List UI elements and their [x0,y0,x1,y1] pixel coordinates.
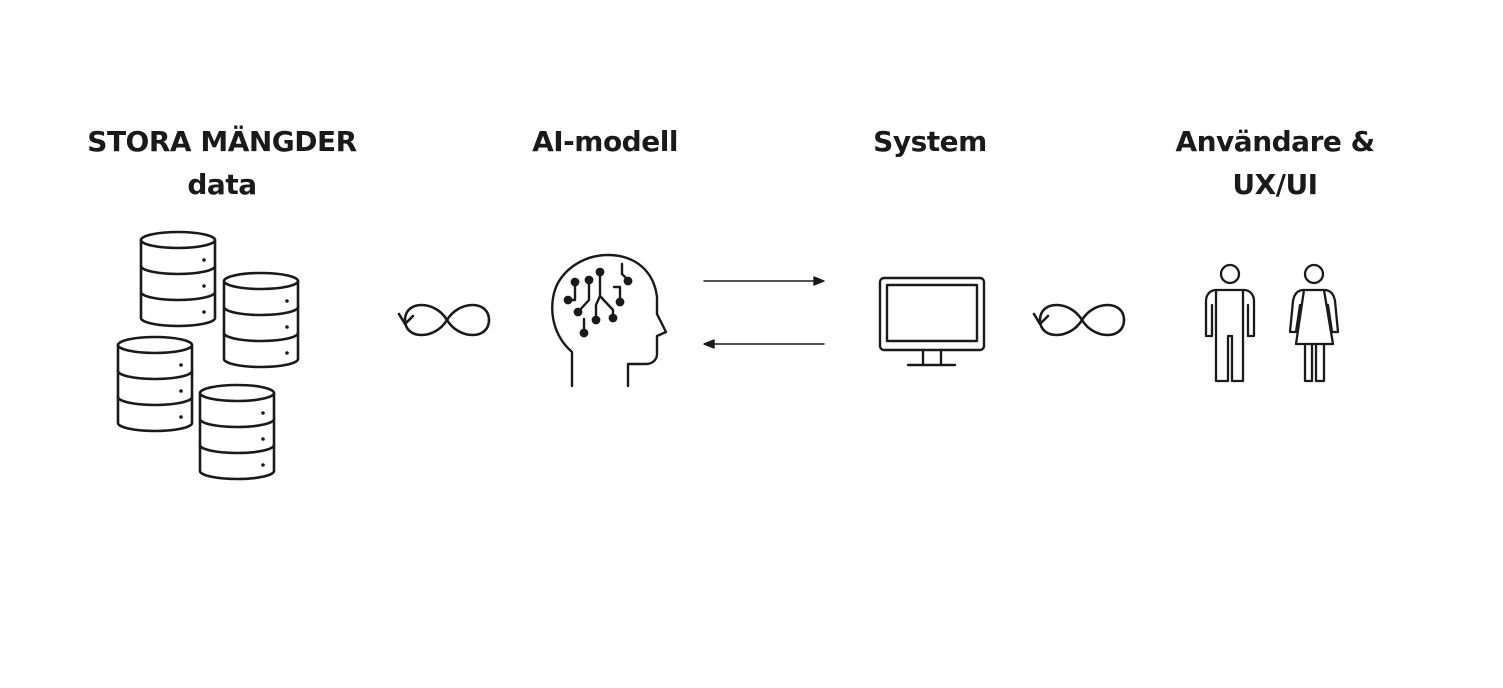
man-woman-icon [1204,263,1340,383]
stage-label-users-line2: UX/UI [1232,168,1318,201]
stage-label-data-line1: STORA MÄNGDER [87,125,357,158]
stage-label-data: STORA MÄNGDER data [62,120,382,206]
monitor-icon [878,276,986,367]
database-cylinder [198,383,276,481]
stage-label-system-line1: System [873,125,987,158]
stage-label-model-line1: AI-modell [532,125,678,158]
infinity-loop-icon [397,303,491,337]
woman-icon [1288,263,1340,383]
ai-brain-head-icon [551,253,668,388]
database-cylinder [116,335,194,433]
man-icon [1204,263,1256,383]
database-stack-icon [116,230,300,481]
arrow-to-model-head [703,339,715,349]
arrow-to-system-head [813,276,825,286]
database-cylinder [139,230,217,328]
stage-label-data-line2: data [187,168,257,201]
stage-label-users-line1: Användare & [1175,125,1375,158]
stage-label-model: AI-modell [485,120,725,163]
bidirectional-arrows-icon [703,276,825,349]
infinity-loop-icon [1032,303,1126,337]
database-cylinder [222,271,300,369]
stage-label-users: Användare & UX/UI [1135,120,1415,206]
stage-label-system: System [830,120,1030,163]
